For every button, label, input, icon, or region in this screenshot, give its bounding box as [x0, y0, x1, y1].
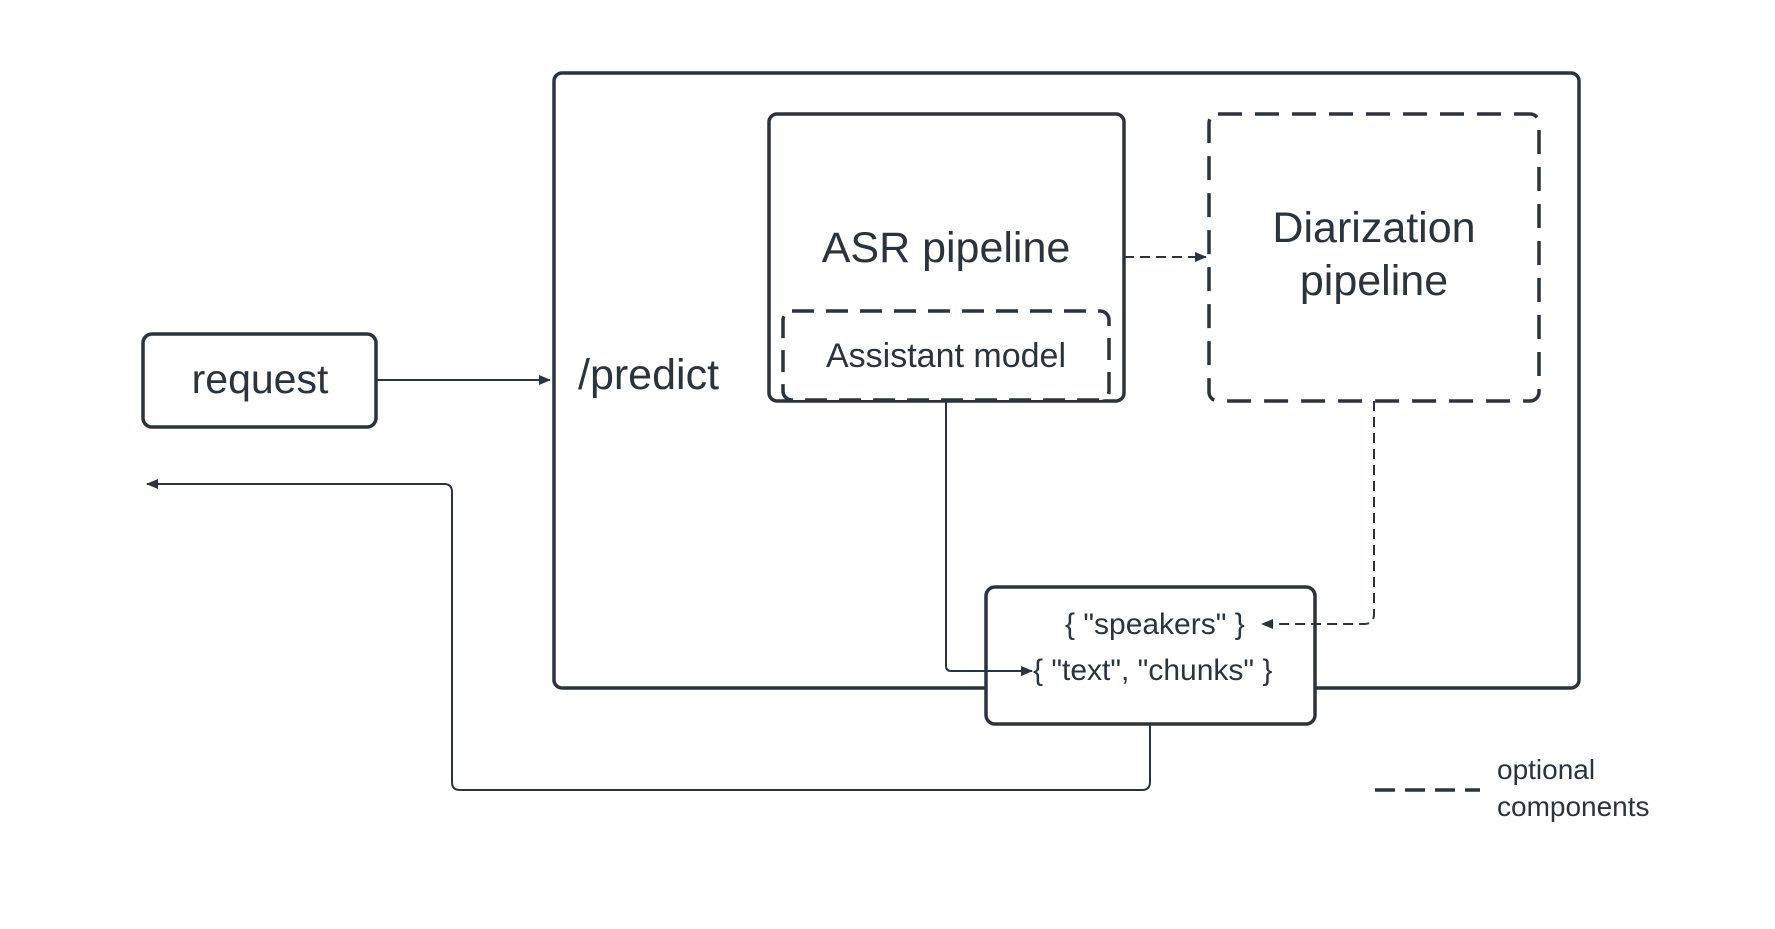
text-chunks-output-label: { "text", "chunks" } [1033, 654, 1272, 687]
predict-label: /predict [578, 351, 719, 399]
diarization-to-speakers-connector [1261, 401, 1375, 629]
response-return-connector [146, 479, 1151, 791]
speakers-output-label: { "speakers" } [1065, 608, 1245, 641]
asr-to-text-chunks-connector [945, 401, 1033, 676]
assistant-model-node [781, 309, 1111, 402]
diarization-pipeline-label-line2: pipeline [1300, 257, 1448, 305]
asr-pipeline-label: ASR pipeline [822, 224, 1071, 272]
legend-label-line2: components [1497, 791, 1650, 822]
diarization-pipeline-label-line1: Diarization [1272, 204, 1475, 252]
legend-label-line1: optional [1497, 754, 1595, 785]
assistant-model-label: Assistant model [826, 337, 1066, 375]
diarization-pipeline-node [1207, 112, 1541, 403]
request-label: request [192, 356, 329, 402]
